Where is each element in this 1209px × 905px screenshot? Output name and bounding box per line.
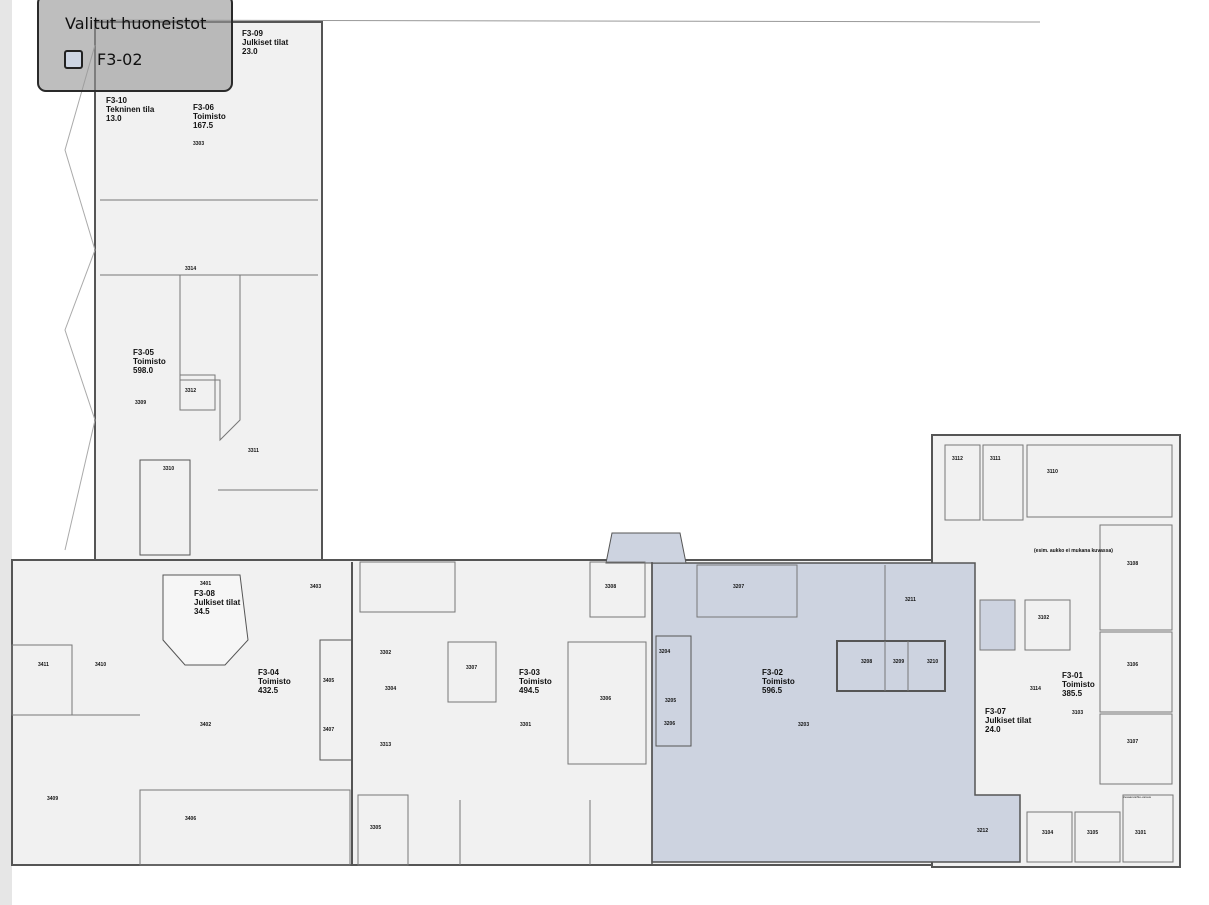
svg-text:Julkiset tilat: Julkiset tilat [985,716,1032,725]
unit-F3-02-highlight[interactable] [651,562,1021,863]
svg-text:3314: 3314 [185,266,196,272]
svg-text:3309: 3309 [135,400,146,406]
svg-text:3111: 3111 [990,456,1001,462]
svg-text:3407: 3407 [323,727,334,733]
svg-text:Tekninen tila: Tekninen tila [106,105,155,114]
svg-text:3206: 3206 [664,721,675,727]
north-wing [94,21,323,563]
svg-text:3305: 3305 [370,825,381,831]
svg-text:596.5: 596.5 [762,686,783,695]
svg-text:3207: 3207 [733,584,744,590]
svg-text:3311: 3311 [248,448,259,454]
svg-text:3403: 3403 [310,584,321,590]
note-opening: (esim. aukko ei mukana kuvassa) [1034,548,1113,554]
selected-units-panel: Valitut huoneistot F3-02 [37,0,233,92]
svg-text:34.5: 34.5 [194,607,210,616]
svg-text:Julkiset tilat: Julkiset tilat [194,598,241,607]
svg-text:F3-01: F3-01 [1062,671,1083,680]
svg-text:Toimisto: Toimisto [193,112,226,121]
svg-text:F3-02: F3-02 [762,668,783,677]
svg-text:F3-09: F3-09 [242,29,263,38]
svg-text:24.0: 24.0 [985,725,1001,734]
svg-text:3205: 3205 [665,698,676,704]
svg-text:3306: 3306 [600,696,611,702]
svg-text:385.5: 385.5 [1062,689,1083,698]
svg-text:432.5: 432.5 [258,686,279,695]
svg-text:3104: 3104 [1042,830,1053,836]
svg-text:3103: 3103 [1072,710,1083,716]
svg-text:3402: 3402 [200,722,211,728]
svg-text:F3-10: F3-10 [106,96,127,105]
svg-text:3411: 3411 [38,662,49,668]
svg-text:3401: 3401 [200,581,211,587]
svg-text:F3-05: F3-05 [133,348,154,357]
svg-text:3313: 3313 [380,742,391,748]
svg-text:3105: 3105 [1087,830,1098,836]
svg-text:3209: 3209 [893,659,904,665]
svg-text:494.5: 494.5 [519,686,540,695]
svg-text:3112: 3112 [952,456,963,462]
svg-text:3310: 3310 [163,466,174,472]
svg-text:3406: 3406 [185,816,196,822]
svg-text:3208: 3208 [861,659,872,665]
svg-text:3212: 3212 [977,828,988,834]
svg-text:3211: 3211 [905,597,916,603]
svg-text:3110: 3110 [1047,469,1058,475]
unit-F3-02-bump [605,532,687,564]
left-scroll-edge [0,0,12,905]
svg-text:598.0: 598.0 [133,366,154,375]
svg-text:Julkiset tilat: Julkiset tilat [242,38,289,47]
svg-text:3308: 3308 [605,584,616,590]
svg-text:Toimisto: Toimisto [519,677,552,686]
svg-text:3304: 3304 [385,686,396,692]
svg-text:Toimisto: Toimisto [258,677,291,686]
svg-text:3107: 3107 [1127,739,1138,745]
svg-text:3203: 3203 [798,722,809,728]
svg-text:3410: 3410 [95,662,106,668]
selected-unit-item[interactable]: F3-02 [64,50,143,69]
svg-text:Toimisto: Toimisto [762,677,795,686]
svg-text:Toimisto: Toimisto [1062,680,1095,689]
svg-text:3114: 3114 [1030,686,1041,692]
reference-line [94,19,1041,23]
svg-text:3102: 3102 [1038,615,1049,621]
svg-text:3409: 3409 [47,796,58,802]
note-reservation: Vesaanvaihto-varaus [1123,795,1152,799]
svg-text:3108: 3108 [1127,561,1138,567]
selected-unit-label: F3-02 [97,50,143,69]
svg-text:23.0: 23.0 [242,47,258,56]
svg-text:167.5: 167.5 [193,121,214,130]
svg-text:F3-03: F3-03 [519,668,540,677]
svg-text:Toimisto: Toimisto [133,357,166,366]
svg-text:3312: 3312 [185,388,196,394]
svg-text:F3-06: F3-06 [193,103,214,112]
svg-text:3307: 3307 [466,665,477,671]
svg-text:3106: 3106 [1127,662,1138,668]
svg-text:F3-04: F3-04 [258,668,279,677]
svg-text:3210: 3210 [927,659,938,665]
svg-text:F3-08: F3-08 [194,589,215,598]
svg-text:3204: 3204 [659,649,670,655]
panel-title: Valitut huoneistot [65,14,207,33]
svg-text:F3-07: F3-07 [985,707,1006,716]
svg-text:3405: 3405 [323,678,334,684]
svg-text:3303: 3303 [193,141,204,147]
svg-text:3302: 3302 [380,650,391,656]
svg-text:3301: 3301 [520,722,531,728]
room-numbers: 3303 3314 3312 3311 3309 3310 3411 3410 … [38,141,1146,836]
unit-checkbox[interactable] [64,50,83,69]
svg-text:3101: 3101 [1135,830,1146,836]
svg-text:13.0: 13.0 [106,114,122,123]
